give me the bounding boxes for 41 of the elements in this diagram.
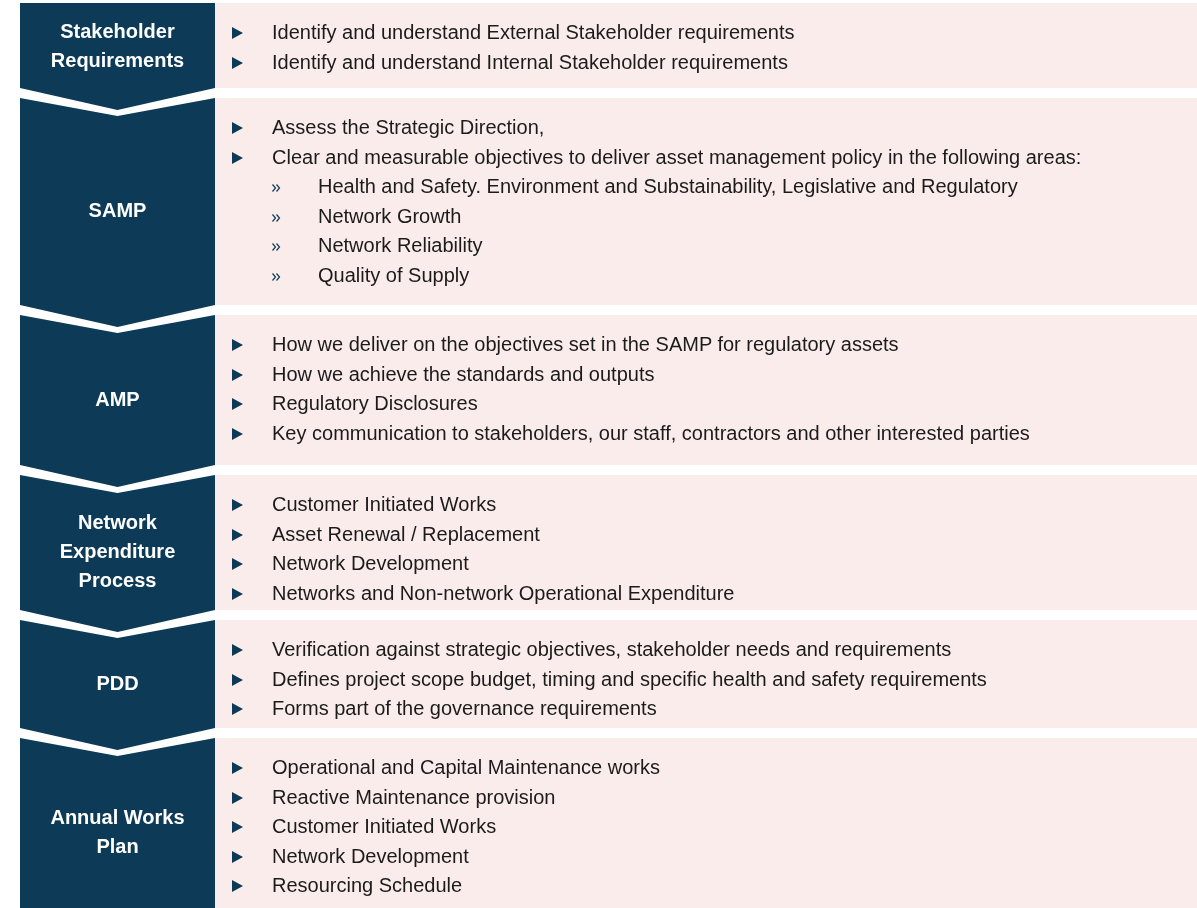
- stage-title: AMP: [94, 386, 141, 412]
- bullet-item: Reactive Maintenance provision: [232, 782, 556, 812]
- stage-band: [215, 3, 1197, 88]
- bullet-item: Key communication to stakeholders, our staff, contractors and other interested parties: [232, 418, 1030, 448]
- stage-band: [215, 315, 1197, 465]
- sub-bullet-item: Network Reliability: [318, 233, 483, 258]
- stage-title: Annual Works Plan: [49, 805, 186, 859]
- sub-bullet-item: Quality of Supply: [318, 262, 470, 288]
- stage-title: PDD: [95, 670, 140, 696]
- bullet-item: Assess the Strategic Direction,: [232, 113, 545, 143]
- bullet-item: Customer Initiated Works: [232, 812, 497, 842]
- bullet-item: Resourcing Schedule: [232, 871, 463, 901]
- bullet-item: How we deliver on the objectives set in the SAMP for regulatory assets: [232, 330, 899, 360]
- bullet-item: Asset Renewal / Replacement: [232, 519, 540, 549]
- bullet-item: Network Development: [232, 549, 469, 579]
- chevron-shape: [20, 3, 215, 110]
- bullet-item: Network Development: [232, 841, 469, 871]
- bullet-item: Identify and understand External Stakeholder requirements: [232, 18, 795, 48]
- chevron-shape: [20, 738, 215, 908]
- stage-title: Stakeholder Requirements: [49, 18, 186, 73]
- stage-title: SAMP: [87, 198, 148, 223]
- stage-band: [215, 98, 1197, 305]
- chevron-shape: [20, 315, 215, 487]
- bullet-item: Operational and Capital Maintenance works: [232, 753, 660, 783]
- chevron-shape: [20, 620, 215, 750]
- sub-bullet-item: Network Growth: [318, 203, 462, 229]
- stage-band: [215, 738, 1197, 908]
- bullet-item: Verification against strategic objectives, stakeholder needs and requirements: [232, 635, 952, 665]
- bullet-item: Defines project scope budget, timing and specific health and safety requirements: [232, 664, 987, 694]
- bullet-item: Networks and Non-network Operational Expenditure: [232, 578, 735, 608]
- bullet-item: Clear and measurable objectives to deliver asset management policy in the following areas:: [232, 142, 1082, 172]
- bullet-item: Forms part of the governance requirements: [232, 694, 657, 724]
- stage-band: [215, 620, 1197, 728]
- bullet-item: Regulatory Disclosures: [232, 389, 478, 419]
- bullet-item: Customer Initiated Works: [232, 490, 497, 520]
- stage-title: Network Expenditure Process: [58, 510, 177, 593]
- chevron-shape: [20, 475, 215, 632]
- stage-band: [215, 475, 1197, 610]
- bullet-item: How we achieve the standards and outputs: [232, 359, 655, 389]
- bullet-item: Identify and understand Internal Stakeholder requirements: [232, 47, 788, 77]
- sub-bullet-item: Health and Safety. Environment and Substainability, Legislative and Regulatory: [318, 174, 1018, 199]
